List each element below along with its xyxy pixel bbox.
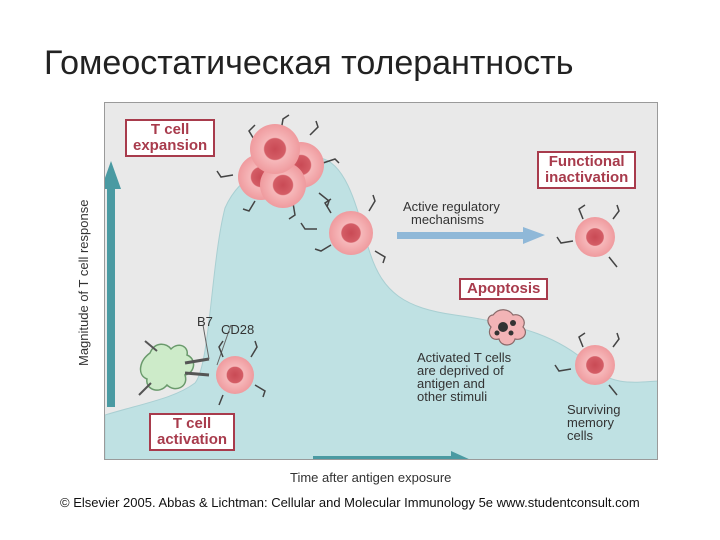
x-axis-arrow — [313, 451, 469, 459]
copyright-credit: © Elsevier 2005. Abbas & Lichtman: Cellu… — [60, 495, 640, 510]
t-cell-activation-label: T cell activation — [149, 413, 236, 451]
t-cell-cluster — [216, 114, 340, 220]
activated-t-cell — [216, 340, 266, 406]
functional-inactivation-label: Functional inactivation — [537, 151, 637, 189]
apoptotic-cell — [487, 309, 527, 346]
y-axis-arrow — [105, 161, 121, 407]
y-axis-label: Magnitude of T cell response — [76, 199, 91, 366]
activated-deprived-note: Activated T cells are deprived of antige… — [417, 350, 512, 404]
cd28-label: CD28 — [221, 322, 255, 337]
active-regulatory-note: Active regulatory mechanisms — [403, 199, 500, 227]
surviving-memory-note: Surviving memory cells — [567, 402, 621, 443]
apoptosis-label: Apoptosis — [459, 278, 549, 300]
x-axis-label: Time after antigen exposure — [290, 470, 452, 485]
antigen-presenting-cell — [138, 324, 232, 396]
memory-t-cell — [554, 332, 620, 396]
slide-title: Гомеостатическая толерантность — [44, 44, 574, 82]
contracting-t-cell — [300, 194, 386, 264]
diagram-canvas — [105, 114, 657, 459]
tolerance-diagram: T cell expansion Functional inactivation… — [104, 102, 658, 460]
b7-label: B7 — [197, 314, 213, 329]
regulatory-arrow — [397, 227, 545, 244]
t-cell-expansion-label: T cell expansion — [125, 119, 216, 157]
inactivated-t-cell — [556, 204, 620, 268]
